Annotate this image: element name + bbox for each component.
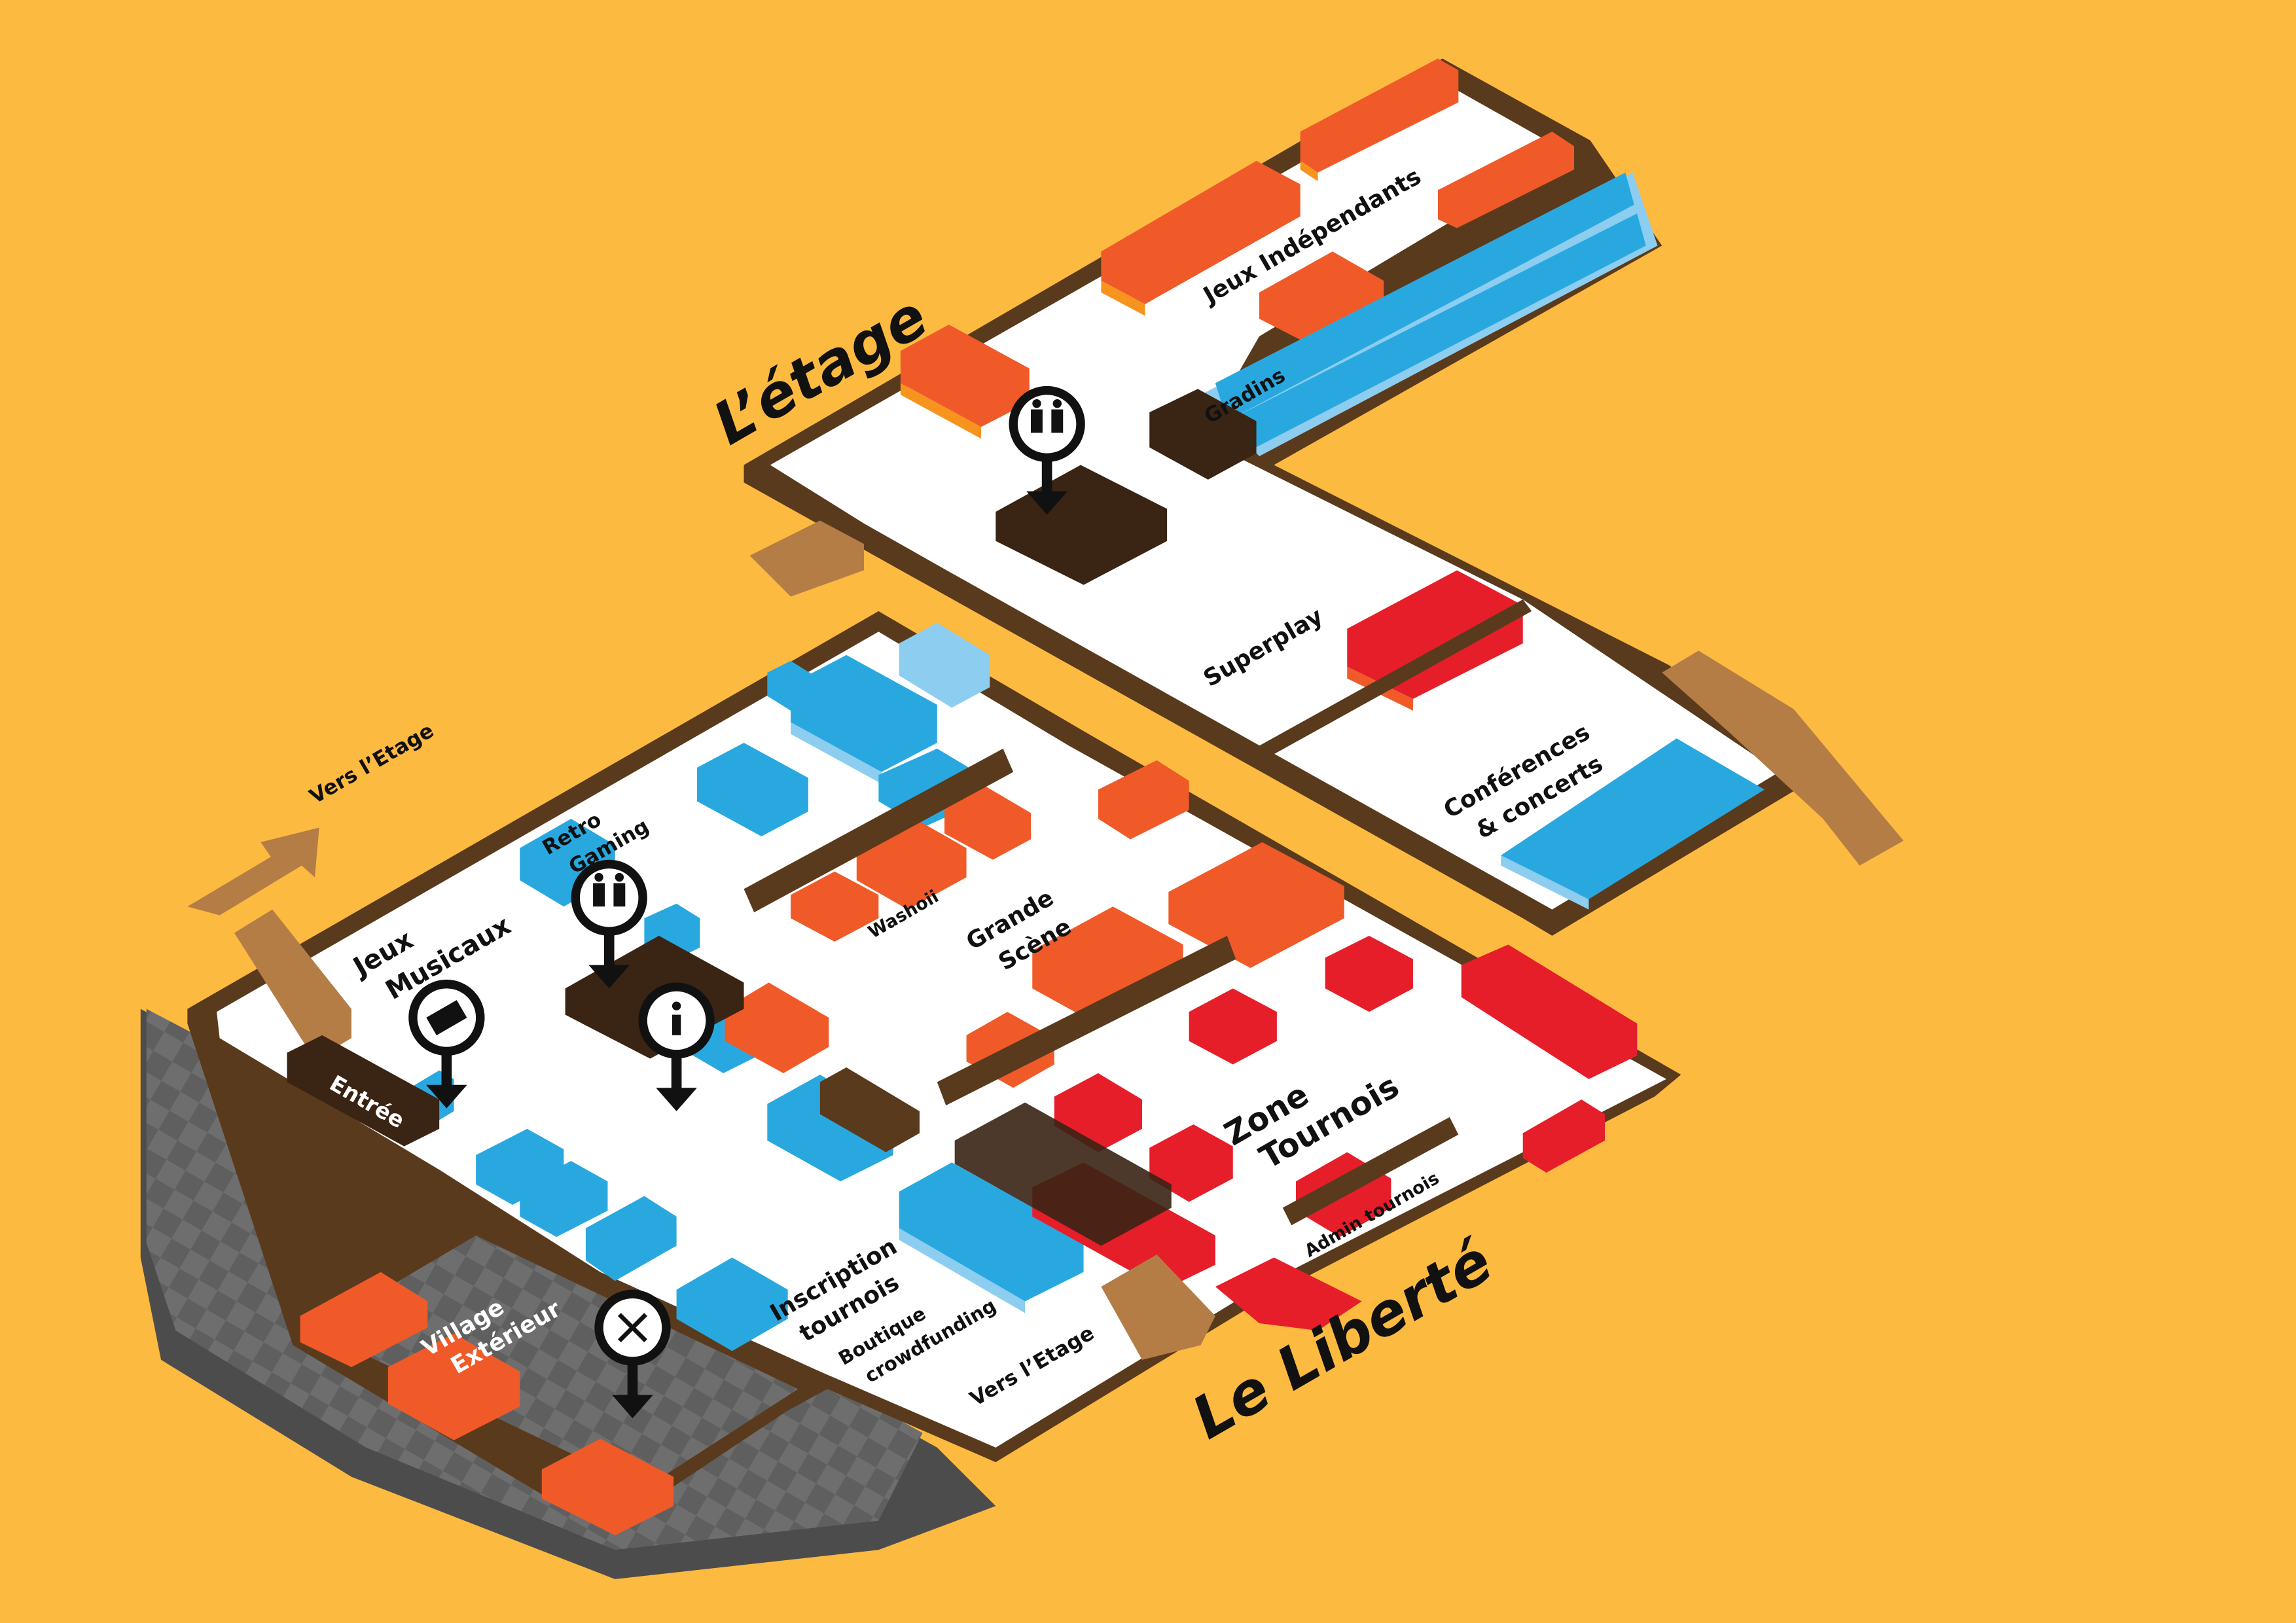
label-vers-etage-top: Vers l’Etage bbox=[306, 719, 438, 808]
upper-floor bbox=[744, 58, 1904, 936]
food-icon[interactable] bbox=[594, 1289, 671, 1419]
restroom-icon[interactable] bbox=[571, 859, 647, 989]
lower-floor bbox=[187, 611, 1681, 1535]
restroom-icon[interactable] bbox=[1009, 385, 1085, 515]
info-icon[interactable] bbox=[638, 982, 715, 1112]
ticket-icon[interactable] bbox=[408, 979, 485, 1109]
arrow-to-upper-floor-icon bbox=[187, 827, 319, 916]
